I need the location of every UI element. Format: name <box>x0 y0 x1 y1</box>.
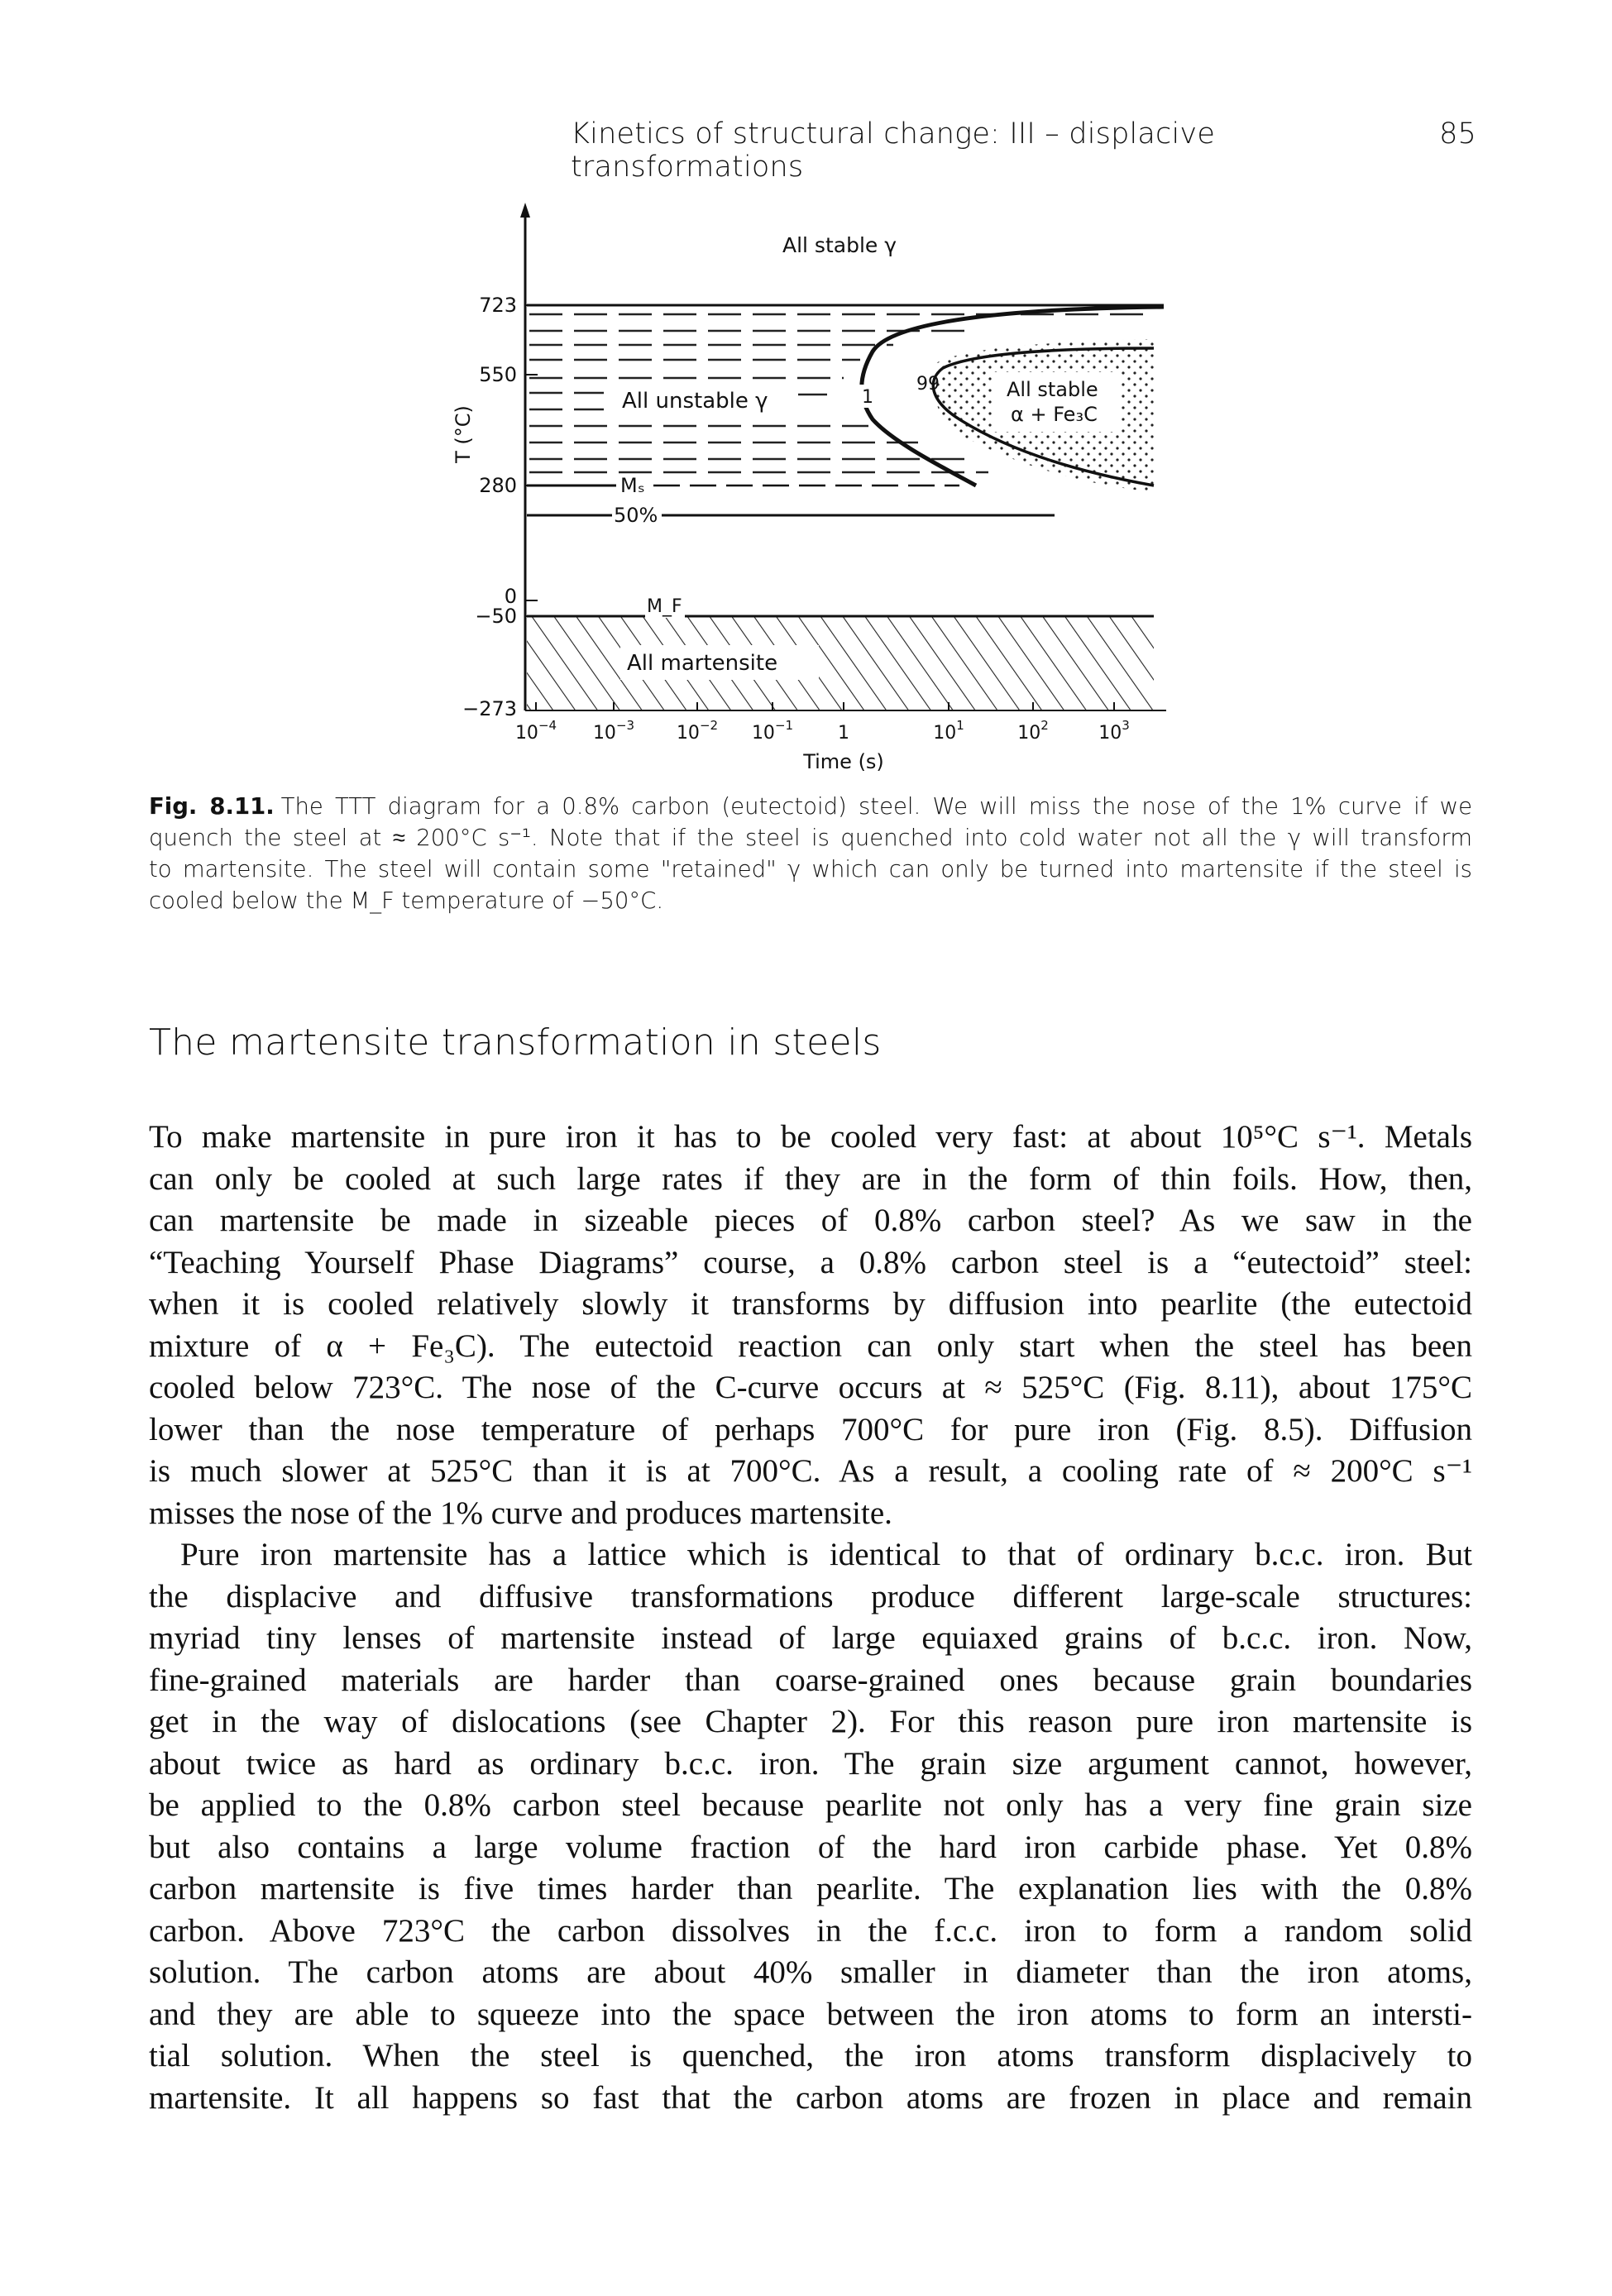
ttt-diagram-figure: 723 550 280 0 −50 −273 T (°C) 10−4 10−3 … <box>397 203 1224 782</box>
caption-line: quench the steel at ≈ 200°C s⁻¹. Note th… <box>149 825 1472 851</box>
text-line: solution. The carbon atoms are about 40%… <box>149 1954 1472 1990</box>
svg-text:102: 102 <box>1017 718 1049 744</box>
y-tick-label: 280 <box>479 474 517 497</box>
x-tick-label: 10 <box>677 723 700 744</box>
text-line: “Teaching Yourself Phase Diagrams” cours… <box>149 1244 1472 1280</box>
paragraph: Pure iron martensite has a lattice which… <box>149 1534 1472 2119</box>
all-stable-gamma-label: All stable γ <box>782 233 897 257</box>
y-tick-marks <box>525 304 538 617</box>
text-line: tial solution. When the steel is quenche… <box>149 2038 1472 2074</box>
y-tick-labels: 723 550 280 0 −50 −273 <box>462 294 517 720</box>
ninety-nine-percent-curve-label: 99 <box>916 374 940 395</box>
text-line: is much slower at 525°C than it is at 70… <box>149 1453 1472 1489</box>
text-line: martensite. It all happens so fast that … <box>149 2079 1472 2116</box>
text-line: misses the nose of the 1% curve and prod… <box>149 1495 892 1531</box>
x-tick-label: 10 <box>752 723 775 744</box>
x-tick-exponent: −3 <box>616 718 634 733</box>
text-line: carbon martensite is five times harder t… <box>149 1871 1472 1906</box>
ms-label-bg <box>616 474 653 497</box>
mf-curve-label: M_F <box>647 596 682 617</box>
ninety-nine-percent-c-curve <box>931 347 1155 487</box>
text-line: carbon. Above 723°C the carbon dissolves… <box>149 1912 1472 1949</box>
svg-text:10−4: 10−4 <box>515 718 557 744</box>
mf-label-bg <box>645 593 685 618</box>
text-line: but also contains a large volume fractio… <box>149 1829 1472 1865</box>
x-tick-label: 1 <box>838 723 849 744</box>
x-tick-label: 10 <box>515 723 538 744</box>
caption-line: to martensite. The steel will contain so… <box>149 856 1472 883</box>
text-line: can martensite be made in sizeable piece… <box>149 1203 1472 1238</box>
body-text: To make martensite in pure iron it has t… <box>149 1117 1472 2119</box>
text-line: be applied to the 0.8% carbon steel beca… <box>149 1787 1472 1823</box>
caption-line: The TTT diagram for a 0.8% carbon (eutec… <box>280 793 1473 820</box>
unstable-gamma-dashes <box>529 313 1146 474</box>
svg-text:103: 103 <box>1098 718 1130 744</box>
figure-caption: Fig. 8.11.The TTT diagram for a 0.8% car… <box>149 791 1472 916</box>
text-line: To make martensite in pure iron it has t… <box>149 1119 1472 1155</box>
y-tick-label: −273 <box>462 697 517 720</box>
one-percent-label-bg <box>856 385 881 408</box>
fifty-percent-curve-label: 50% <box>614 504 658 527</box>
running-head-title: Kinetics of structural change: III – dis… <box>571 117 1216 184</box>
ms-curve-label: Mₛ <box>620 474 645 497</box>
text-line: Pure iron martensite has a lattice which… <box>180 1537 1472 1572</box>
text-line: mixture of α + Fe₃C). The eutectoid reac… <box>149 1327 1472 1364</box>
x-tick-label: 10 <box>1098 723 1122 744</box>
y-tick-label: −50 <box>475 605 517 628</box>
y-tick-label: 550 <box>479 363 517 386</box>
running-head: Kinetics of structural change: III – dis… <box>571 117 1476 184</box>
x-tick-label: 10 <box>933 723 956 744</box>
alpha-fe3c-label: α + Fe₃C <box>1011 403 1098 426</box>
figure-label: Fig. 8.11. <box>149 793 275 820</box>
x-tick-label: 10 <box>593 723 616 744</box>
svg-text:10−2: 10−2 <box>677 718 718 744</box>
all-martensite-label: All martensite <box>627 651 777 676</box>
x-tick-exponent: −4 <box>538 718 557 733</box>
svg-text:10−1: 10−1 <box>752 718 793 744</box>
text-line: the displacive and diffusive transformat… <box>149 1578 1472 1614</box>
caption-line: cooled below the M_F temperature of −50°… <box>149 887 664 914</box>
x-tick-marks <box>535 702 1115 710</box>
x-axis-label: Time (s) <box>802 750 884 773</box>
text-line: myriad tiny lenses of martensite instead… <box>149 1620 1472 1656</box>
text-line: and they are able to squeeze into the sp… <box>149 1996 1472 2032</box>
x-tick-exponent: 2 <box>1040 718 1049 733</box>
unstable-gamma-label-bg <box>619 385 792 414</box>
x-tick-label: 10 <box>1017 723 1040 744</box>
martensite-label-bg <box>620 645 819 680</box>
text-line: lower than the nose temperature of perha… <box>149 1411 1472 1447</box>
page-number: 85 <box>1439 117 1476 151</box>
y-tick-label: 723 <box>479 294 517 317</box>
one-percent-curve-label: 1 <box>862 387 873 408</box>
stable-alpha-label-bg <box>993 372 1121 432</box>
svg-text:101: 101 <box>933 718 964 744</box>
text-line: fine-grained materials are harder than c… <box>149 1662 1472 1698</box>
all-unstable-gamma-label: All unstable γ <box>622 389 768 414</box>
y-axis-arrow-icon <box>520 203 530 218</box>
x-tick-exponent: −1 <box>775 718 793 733</box>
text-line: can only be cooled at such large rates i… <box>149 1160 1472 1197</box>
x-tick-exponent: 3 <box>1122 718 1130 733</box>
y-axis-label: T (°C) <box>452 405 475 464</box>
y-tick-label: 0 <box>505 585 517 608</box>
x-tick-exponent: 1 <box>956 718 964 733</box>
ttt-diagram: 723 550 280 0 −50 −273 T (°C) 10−4 10−3 … <box>452 203 1166 773</box>
text-line: when it is cooled relatively slowly it t… <box>149 1286 1472 1322</box>
text-line: cooled below 723°C. The nose of the C-cu… <box>149 1370 1472 1405</box>
all-stable-alpha-label: All stable <box>1007 378 1098 401</box>
svg-text:10−3: 10−3 <box>593 718 634 744</box>
text-line: get in the way of dislocations (see Chap… <box>149 1704 1472 1739</box>
paragraph: To make martensite in pure iron it has t… <box>149 1117 1472 1534</box>
one-percent-c-curve <box>859 304 1165 488</box>
section-heading: The martensite transformation in steels <box>149 1021 882 1064</box>
x-tick-labels: 10−4 10−3 10−2 10−1 1 101 102 103 <box>515 718 1130 744</box>
x-tick-exponent: −2 <box>700 718 718 733</box>
text-line: about twice as hard as ordinary b.c.c. i… <box>149 1745 1472 1782</box>
